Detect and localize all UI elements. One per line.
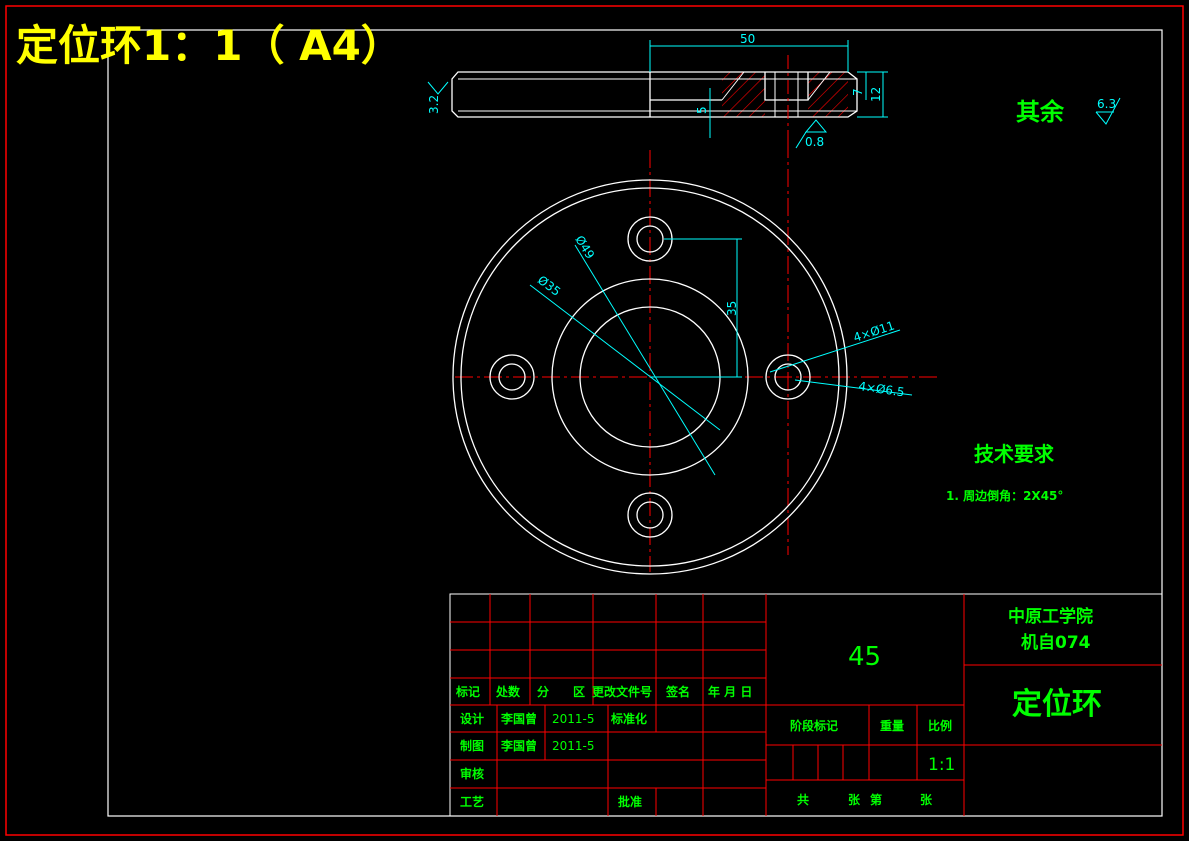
total-label: 共 — [797, 792, 809, 807]
roughness-08-symbol — [804, 119, 828, 133]
tech-item-1: 1. 周边倒角：2X45° — [946, 488, 1063, 503]
sheet-label-2: 张 — [920, 792, 933, 807]
design-label: 设计 — [460, 711, 484, 726]
roughness-32-symbol — [427, 81, 449, 95]
hole-top-inner — [636, 225, 664, 253]
section-counterbore — [764, 72, 809, 101]
design-date: 2011-5 — [552, 712, 595, 726]
stage-label: 阶段标记 — [790, 718, 838, 733]
section-chamfer-left — [721, 71, 745, 101]
hole-bottom-outer — [627, 492, 673, 538]
dim-35d: Ø35 — [535, 273, 563, 299]
roughness-08-leader — [795, 131, 807, 149]
hole-left-inner — [498, 363, 526, 391]
scale-value: 1:1 — [928, 755, 955, 775]
dim-holes-11: 4×Ø11 — [852, 318, 897, 344]
tech-heading: 技术要求 — [974, 442, 1055, 466]
header-sign: 签名 — [665, 684, 690, 699]
material: 45 — [848, 642, 881, 672]
roughness-other-label: 其余 — [1016, 98, 1065, 126]
middle-circle — [551, 278, 749, 476]
hole-bottom-inner — [636, 501, 664, 529]
roughness-08: 0.8 — [805, 135, 824, 149]
dim-50: 50 — [740, 32, 755, 46]
dim-5: 5 — [695, 106, 709, 114]
draw-date: 2011-5 — [552, 739, 595, 753]
outer-circle — [452, 179, 848, 575]
header-zone: 区 — [573, 685, 585, 699]
draw-label: 制图 — [460, 738, 484, 753]
draw-name: 李国曾 — [500, 738, 537, 753]
dim-holes-65: 4×Ø6.5 — [858, 379, 906, 399]
scale-label: 比例 — [928, 718, 952, 733]
section-view: 50 7 12 5 3.2 0.8 — [427, 32, 888, 149]
part-name: 定位环 — [1012, 687, 1102, 722]
dim-holes-11-leader — [769, 329, 901, 373]
check-label: 审核 — [460, 766, 484, 781]
header-doc: 更改文件号 — [592, 684, 652, 699]
outer-frame — [5, 5, 1184, 836]
header-date: 年 月 日 — [708, 684, 752, 699]
weight-label: 重量 — [880, 718, 904, 733]
header-row: 标记 处数 分 区 更改文件号 签名 年 月 日 — [455, 684, 752, 699]
class-name: 机自074 — [1021, 632, 1091, 653]
header-div: 分 — [537, 684, 549, 699]
dim-holes-65-leader — [794, 379, 913, 396]
hole-right-outer — [765, 354, 811, 400]
approve-label: 批准 — [618, 794, 642, 809]
hole-left-outer — [489, 354, 535, 400]
header-count: 处数 — [495, 684, 521, 699]
dim-49-leader — [574, 244, 716, 476]
standard-label: 标准化 — [610, 711, 647, 726]
roughness-other-value: 6.3 — [1097, 97, 1116, 111]
header-mark: 标记 — [455, 684, 480, 699]
roughness-32: 3.2 — [427, 95, 441, 114]
hole-right-inner — [774, 363, 802, 391]
dim-35d-leader — [529, 284, 721, 431]
dim-35: 35 — [725, 301, 739, 316]
drawing-title: 定位环1：1（ A4） — [16, 21, 403, 70]
design-name: 李国曾 — [500, 711, 537, 726]
dim-7: 7 — [851, 88, 865, 96]
roughness-other-symbol — [1095, 97, 1121, 125]
outer-chamfer-circle — [460, 187, 840, 567]
plan-view: Ø49 Ø35 35 4×Ø11 4×Ø6.5 — [452, 140, 938, 575]
sheet-label: 张 — [848, 792, 861, 807]
page-label: 第 — [870, 792, 882, 807]
process-label: 工艺 — [460, 794, 484, 809]
section-outline — [451, 71, 858, 118]
section-chamfer-right — [807, 71, 831, 101]
school-name: 中原工学院 — [1008, 606, 1093, 627]
dim-12: 12 — [869, 87, 883, 102]
title-block — [449, 593, 1163, 817]
